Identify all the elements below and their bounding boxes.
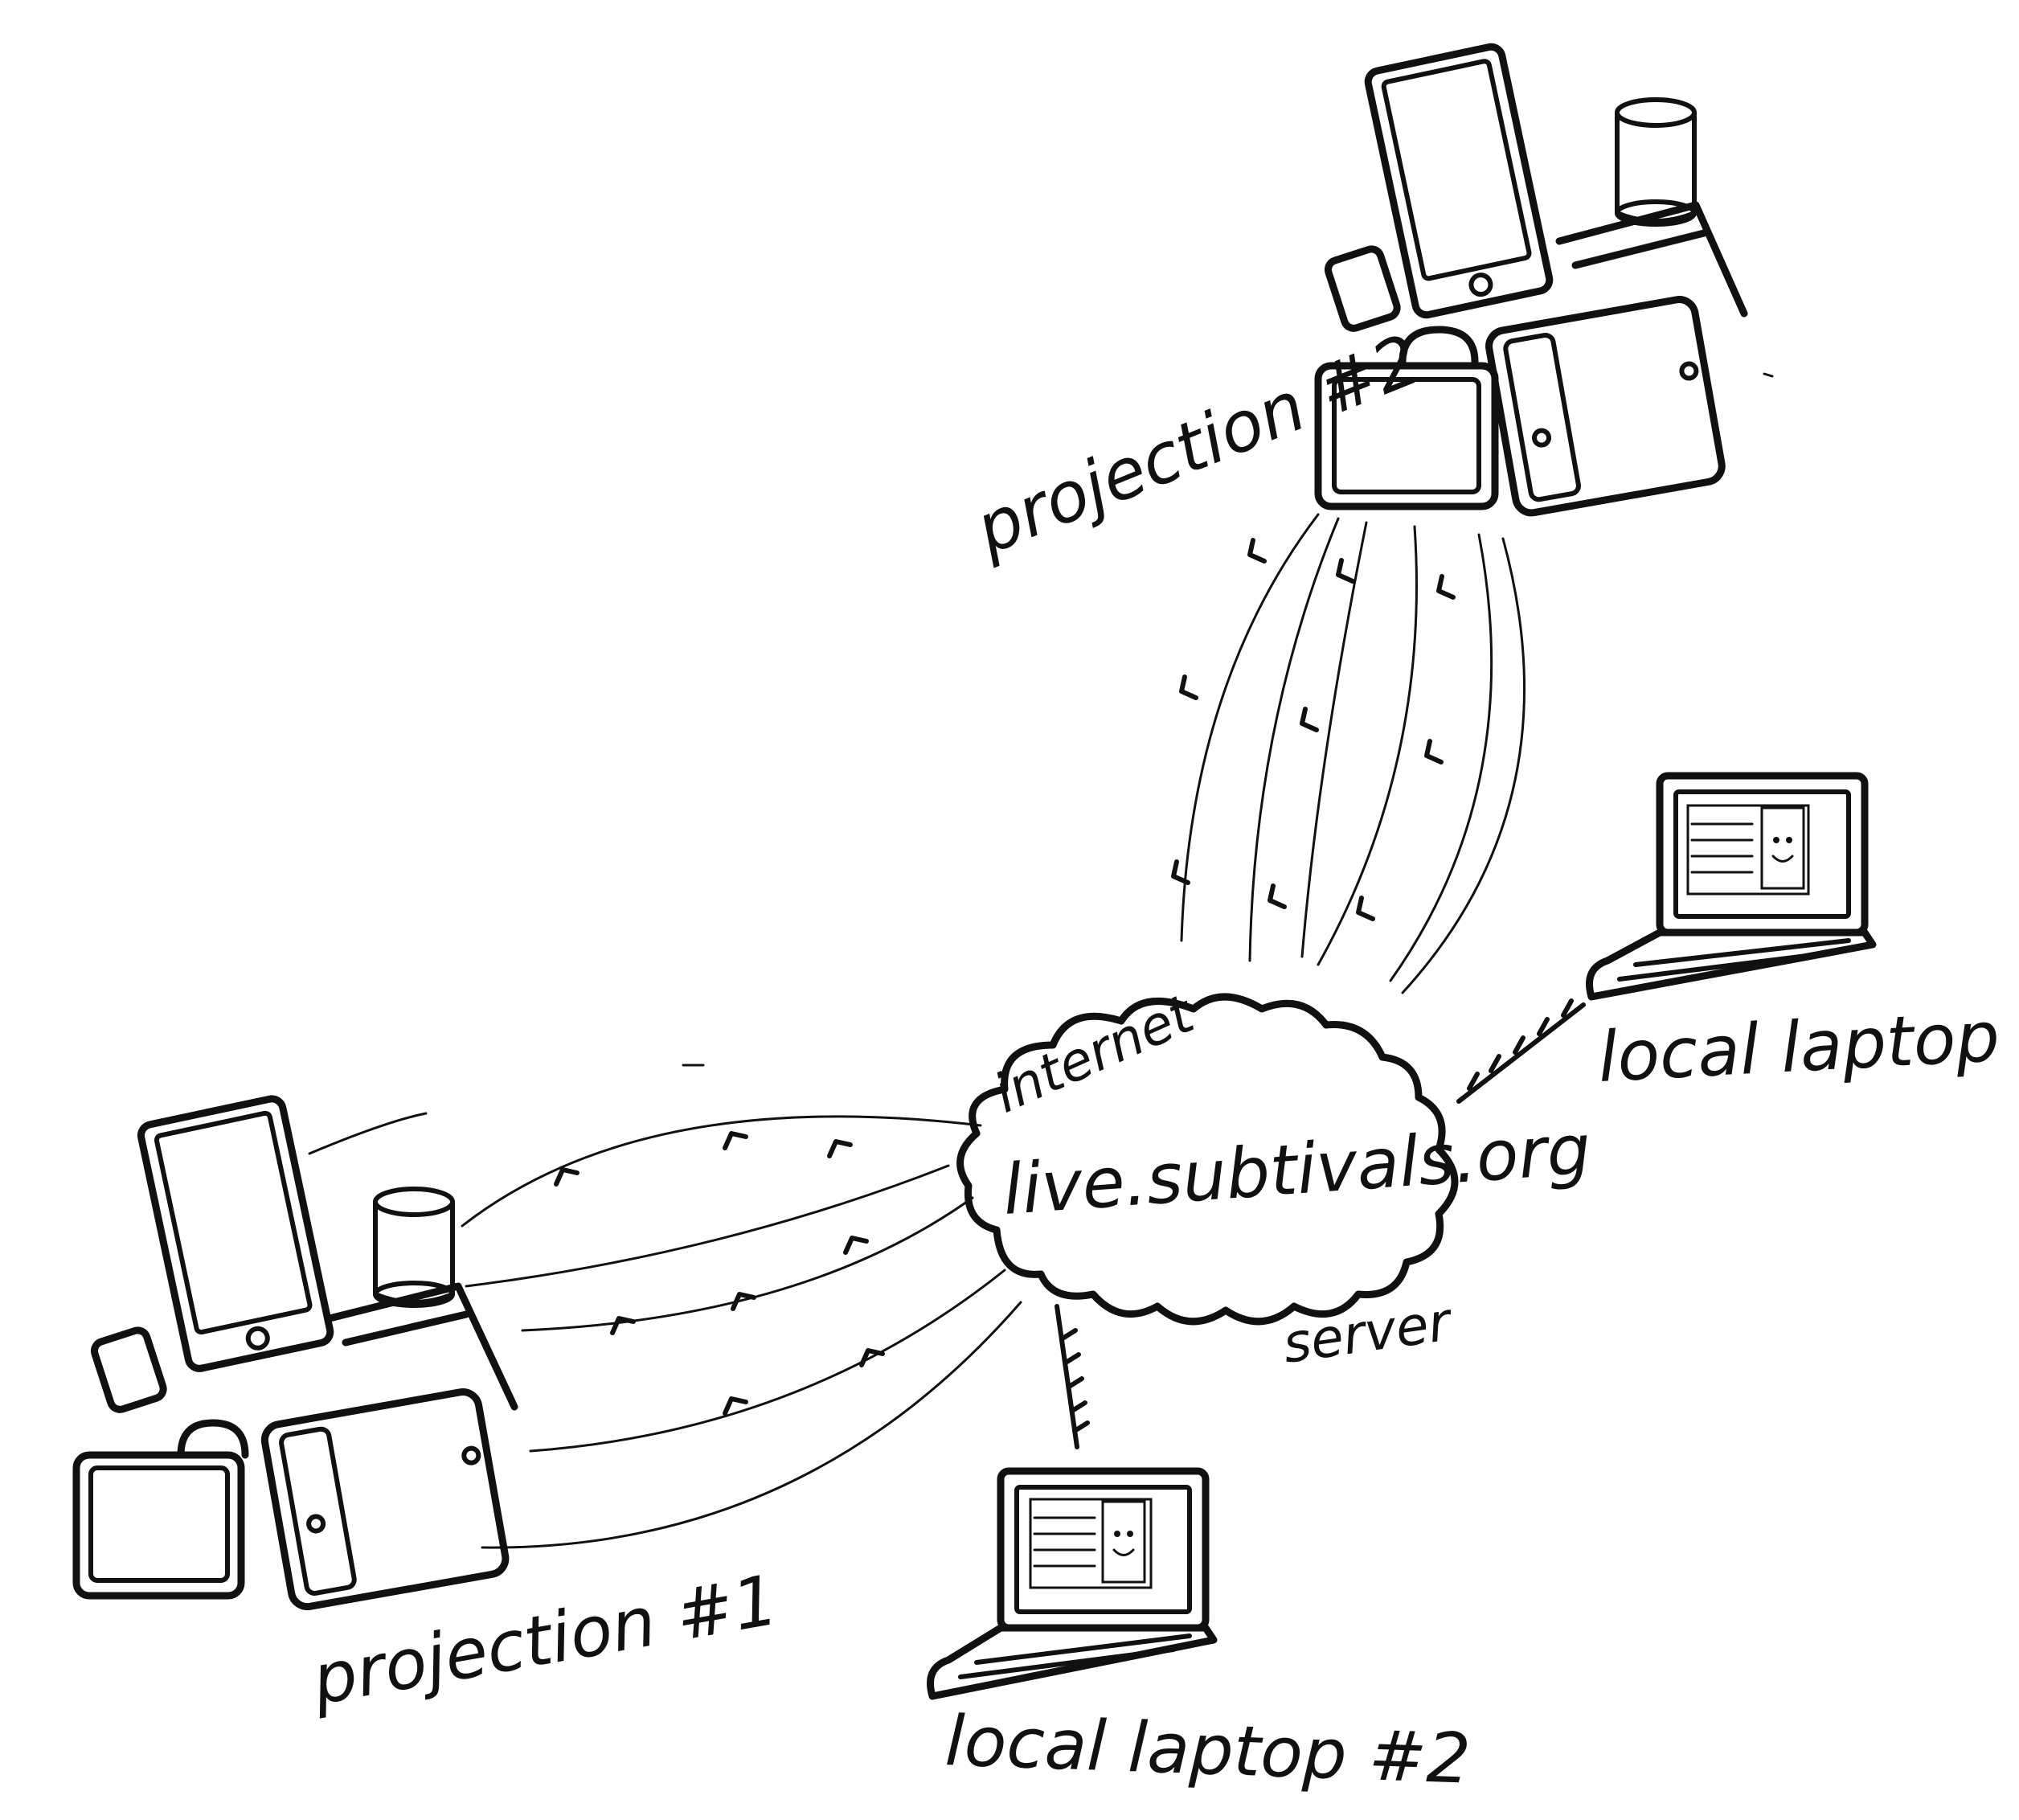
edge-laptop-1-server <box>1456 998 1586 1104</box>
tablet-icon <box>137 1095 334 1372</box>
phone-icon <box>1324 245 1401 332</box>
laptop-icon <box>927 1467 1218 1700</box>
phone-icon <box>90 1326 167 1413</box>
cylinder-icon <box>373 1187 455 1308</box>
tablet-icon <box>1364 43 1554 319</box>
laptop-2 <box>927 1467 1218 1700</box>
laptop-2-label: local laptop #2 <box>944 1701 1472 1800</box>
stray-mark <box>1763 372 1774 378</box>
projection-2-cluster <box>1314 43 1748 517</box>
edge-laptop-2-server <box>1055 1304 1090 1449</box>
projection-1-cluster <box>72 1095 518 1611</box>
laptop-icon <box>1586 772 1877 1001</box>
edge-server-projection-1 <box>308 1112 1022 1549</box>
projector-box-icon <box>72 1419 249 1600</box>
edge-server-projection-2 <box>1171 513 1526 994</box>
projector-icon <box>1485 296 1726 517</box>
laptop-1 <box>1586 772 1877 1001</box>
cloud-icon <box>956 993 1459 1326</box>
projector-box-icon <box>1314 326 1499 510</box>
projector-icon <box>260 1388 510 1611</box>
cylinder-icon <box>1615 97 1697 227</box>
laptop-1-label: local laptop #1 <box>1596 990 2019 1098</box>
